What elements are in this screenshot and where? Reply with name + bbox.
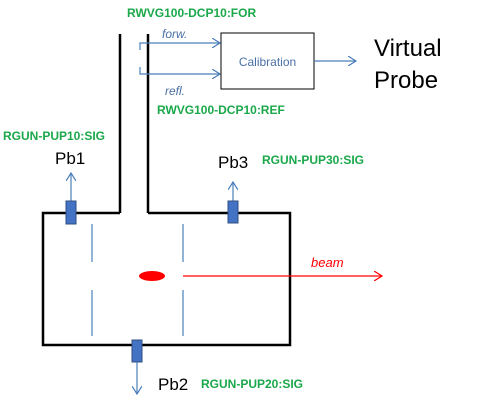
pb2-label: Pb2 [158, 375, 188, 394]
reflected-signal-label: RWVG100-DCP10:REF [157, 103, 285, 117]
pb1-label: Pb1 [55, 149, 85, 168]
virtual-label: Virtual [374, 35, 442, 62]
calibration-label: Calibration [239, 55, 296, 69]
pb2-probe [131, 339, 143, 363]
refl-label: refl. [165, 84, 185, 98]
reflected-arrow [139, 67, 220, 74]
forw-label: forw. [162, 27, 187, 41]
pb1-probe [65, 200, 77, 225]
beam-label: beam [311, 255, 344, 270]
forward-arrow [139, 43, 220, 50]
beam-bunch [139, 271, 165, 281]
cavity-top-left-wall [41, 211, 292, 347]
pb3-signal-label: RGUN-PUP30:SIG [262, 153, 364, 167]
calibration-box [220, 32, 315, 90]
probe-label: Probe [374, 67, 438, 94]
forward-signal-label: RWVG100-DCP10:FOR [127, 6, 256, 20]
pb3-label: Pb3 [218, 153, 248, 172]
pb1-signal-label: RGUN-PUP10:SIG [3, 129, 105, 143]
pb3-probe [227, 200, 239, 224]
pb2-signal-label: RGUN-PUP20:SIG [201, 377, 303, 391]
